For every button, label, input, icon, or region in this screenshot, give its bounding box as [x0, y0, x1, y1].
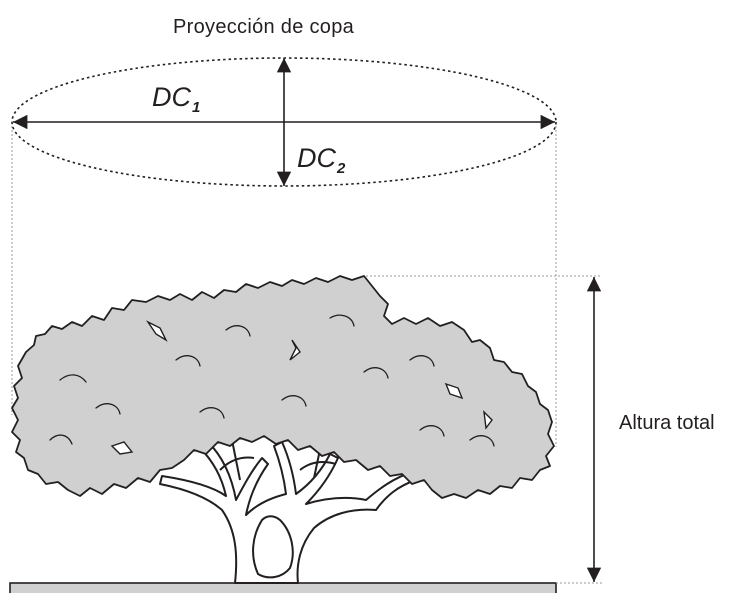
total-height-label: Altura total	[619, 412, 715, 434]
dc1-label-subscript: 1	[192, 99, 201, 116]
dc1-label-base: DC	[152, 82, 191, 112]
dc2-label-subscript: 2	[337, 160, 346, 177]
diagram-title: Proyección de copa	[173, 16, 355, 38]
tree-crown	[11, 275, 555, 499]
dc2-label: DC2	[297, 143, 346, 177]
dc2-label-base: DC	[297, 143, 336, 173]
tree-trunk	[159, 439, 417, 584]
ground-bar	[9, 582, 557, 593]
dc1-label: DC1	[152, 82, 201, 116]
